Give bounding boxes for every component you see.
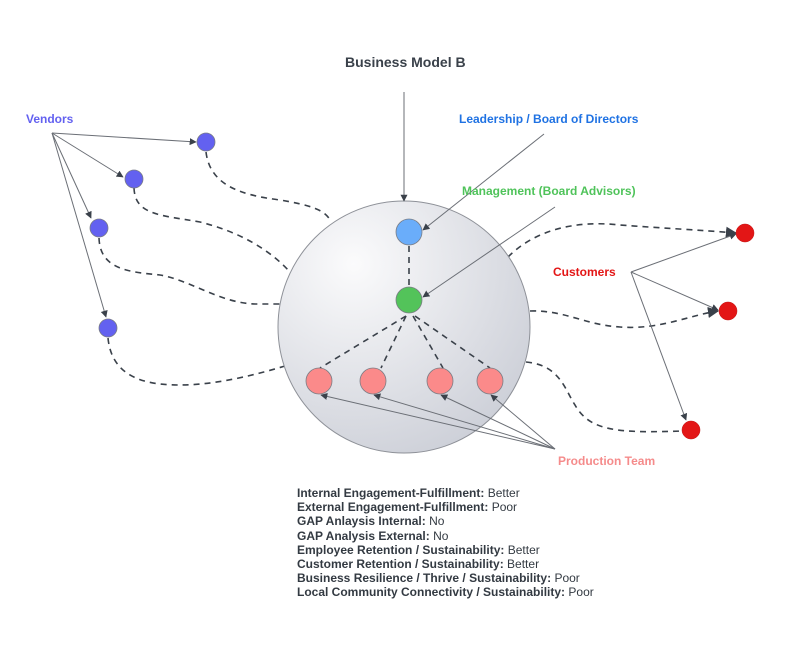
- management-arrow: [422, 206, 556, 298]
- metric-key: Business Resilience / Thrive / Sustainab…: [297, 571, 552, 586]
- metric-row: Internal Engagement-Fulfillment: Better: [297, 486, 594, 500]
- metric-row: Local Community Connectivity / Sustainab…: [297, 585, 594, 599]
- metric-value: No: [429, 514, 445, 529]
- leadership-label: Leadership / Board of Directors: [459, 112, 639, 126]
- metric-value: Better: [507, 557, 540, 572]
- production-arrow-3: [440, 394, 556, 450]
- vendor-node[interactable]: [89, 218, 109, 238]
- customer-node[interactable]: [681, 420, 701, 440]
- vendors-arrow-1: [51, 132, 197, 146]
- metric-key: External Engagement-Fulfillment:: [297, 500, 489, 515]
- metric-row: Customer Retention / Sustainability: Bet…: [297, 557, 594, 571]
- production-arrow-1: [320, 393, 556, 450]
- vendor-2-connector: [133, 187, 291, 273]
- leadership-arrow: [422, 133, 545, 231]
- management-production-1-connector: [319, 315, 407, 369]
- metric-row: GAP Analysis External: No: [297, 529, 594, 543]
- metric-row: GAP Anlaysis Internal: No: [297, 514, 594, 528]
- customers-label: Customers: [553, 265, 616, 279]
- customer-1-connector: [507, 222, 738, 258]
- production-node[interactable]: [426, 367, 454, 395]
- vendor-node[interactable]: [98, 318, 118, 338]
- production-team-label: Production Team: [558, 454, 656, 468]
- metric-value: Better: [507, 542, 540, 557]
- customers-arrow-2: [630, 271, 719, 311]
- vendor-3-connector: [98, 237, 280, 305]
- vendor-node[interactable]: [196, 132, 216, 152]
- production-arrow-2: [373, 393, 556, 450]
- metric-key: Customer Retention / Sustainability:: [297, 557, 504, 572]
- metric-row: External Engagement-Fulfillment: Poor: [297, 500, 594, 514]
- customer-2-connector: [529, 306, 720, 329]
- vendors-arrow-2: [51, 132, 124, 178]
- production-node[interactable]: [359, 367, 387, 395]
- customer-node[interactable]: [735, 223, 755, 243]
- metric-key: Local Community Connectivity / Sustainab…: [297, 585, 566, 600]
- customers-arrow-3: [630, 271, 688, 421]
- customer-3-connector: [525, 361, 684, 433]
- management-label: Management (Board Advisors): [462, 184, 636, 198]
- metric-key: Employee Retention / Sustainability:: [297, 542, 505, 557]
- vendor-1-connector: [205, 151, 331, 221]
- metric-value: Poor: [568, 585, 594, 600]
- vendor-node[interactable]: [124, 169, 144, 189]
- management-production-4-connector: [414, 315, 491, 369]
- leadership-node[interactable]: [395, 218, 423, 246]
- metric-key: GAP Anlaysis Internal:: [297, 514, 426, 529]
- management-node[interactable]: [395, 286, 423, 314]
- metric-value: No: [433, 528, 449, 543]
- metrics-list: Internal Engagement-Fulfillment: Better …: [297, 486, 594, 600]
- metric-row: Business Resilience / Thrive / Sustainab…: [297, 571, 594, 585]
- vendors-arrow-3: [51, 132, 92, 219]
- diagram-title: Business Model B: [345, 54, 466, 70]
- metric-key: GAP Analysis External:: [297, 528, 430, 543]
- metric-key: Internal Engagement-Fulfillment:: [297, 486, 485, 500]
- metric-value: Better: [487, 486, 520, 500]
- metric-value: Poor: [554, 571, 580, 586]
- production-arrow-4: [490, 394, 556, 450]
- metric-row: Employee Retention / Sustainability: Bet…: [297, 543, 594, 557]
- customer-node[interactable]: [718, 301, 738, 321]
- vendors-arrow-4: [51, 132, 108, 318]
- vendor-4-connector: [107, 337, 286, 386]
- production-node[interactable]: [305, 367, 333, 395]
- production-node[interactable]: [476, 367, 504, 395]
- metric-value: Poor: [491, 500, 518, 515]
- customers-arrow-1: [630, 232, 737, 273]
- vendors-label: Vendors: [26, 112, 74, 126]
- management-production-2-connector: [380, 315, 407, 369]
